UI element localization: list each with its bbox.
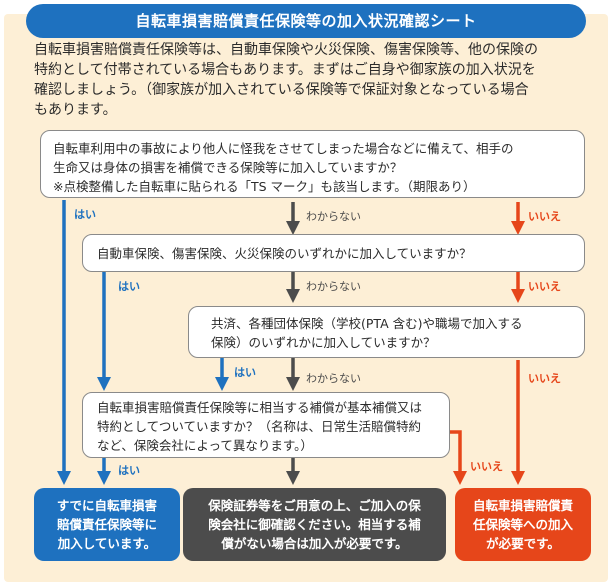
question-3-box: 共済、各種団体保険（学校(PTA 含む)や職場で加入する 保険）のいずれかに加入… bbox=[188, 306, 585, 358]
question-3-line: 保険）のいずれかに加入していますか？ bbox=[211, 335, 436, 350]
result-required-line: 自転車損害賠償責 bbox=[472, 498, 573, 513]
arrow-q4-no bbox=[450, 430, 467, 485]
q4-no-label: いいえ bbox=[470, 460, 503, 473]
intro-line: 自転車損害賠償責任保険等は、自動車保険や火災保険、傷害保険等、他の保険の bbox=[34, 42, 538, 58]
question-1-box: 自転車利用中の事故により他人に怪我をさせてしまった場合などに備えて、相手の 生命… bbox=[40, 130, 585, 198]
q3-no-label: いいえ bbox=[528, 372, 561, 385]
q2-dont-know-label: わからない bbox=[306, 280, 361, 293]
result-enrolled-line: 賠償責任保険等に bbox=[56, 517, 157, 532]
sheet-title: 自転車損害賠償責任保険等の加入状況確認シート bbox=[26, 4, 586, 38]
question-4-line: 特約としてついていますか？（名称は、日常生活賠償特約 bbox=[97, 419, 422, 434]
result-enrolled: すでに自転車損害 賠償責任保険等に 加入しています。 bbox=[34, 488, 180, 561]
result-check-line: 保険証券等をご用意の上、ご加入の保 bbox=[208, 498, 421, 513]
result-enrolled-line: 加入しています。 bbox=[57, 536, 157, 551]
result-required-line: 任保険等への加入 bbox=[472, 517, 573, 532]
intro-text: 自転車損害賠償責任保険等は、自動車保険や火災保険、傷害保険等、他の保険の 特約と… bbox=[34, 40, 594, 124]
q3-dont-know-label: わからない bbox=[306, 372, 361, 385]
question-1-line: 自転車利用中の事故により他人に怪我をさせてしまった場合などに備えて、相手の bbox=[53, 141, 514, 156]
q2-no-label: いいえ bbox=[528, 280, 561, 293]
q1-no-label: いいえ bbox=[528, 210, 561, 223]
question-2-box: 自動車保険、傷害保険、火災保険のいずれかに加入していますか？ bbox=[82, 234, 585, 272]
intro-line: もあります。 bbox=[34, 102, 117, 118]
q2-yes-label: はい bbox=[118, 280, 140, 293]
result-enrollment-required: 自転車損害賠償責 任保険等への加入 が必要です。 bbox=[455, 488, 591, 561]
question-2-line: 自動車保険、傷害保険、火災保険のいずれかに加入していますか？ bbox=[97, 246, 472, 261]
q4-yes-label: はい bbox=[118, 464, 140, 477]
question-1-line: 生命又は身体の損害を補償できる保険等に加入していますか？ bbox=[53, 160, 403, 175]
question-4-line: 自転車損害賠償責任保険等に相当する補償が基本補償又は bbox=[97, 400, 423, 415]
result-enrolled-line: すでに自転車損害 bbox=[56, 498, 158, 513]
intro-line: 確認しましょう。（御家族が加入されている保険等で保証対象となっている場合 bbox=[34, 82, 529, 98]
result-check-line: 険会社に御確認ください。相当する補 bbox=[208, 517, 421, 532]
intro-line: 特約として付帯されている場合もあります。まずはご自身や御家族の加入状況を bbox=[34, 62, 536, 78]
question-3-line: 共済、各種団体保険（学校(PTA 含む)や職場で加入する bbox=[211, 316, 523, 331]
q3-yes-label: はい bbox=[234, 366, 256, 379]
result-required-line: が必要です。 bbox=[486, 536, 560, 551]
q1-yes-label: はい bbox=[74, 208, 96, 221]
question-4-line: など、保険会社によって異なります。） bbox=[97, 438, 313, 453]
result-check-with-insurer: 保険証券等をご用意の上、ご加入の保 険会社に御確認ください。相当する補 償がない… bbox=[183, 488, 446, 561]
q1-dont-know-label: わからない bbox=[306, 210, 361, 223]
question-4-box: 自転車損害賠償責任保険等に相当する補償が基本補償又は 特約としてついていますか？… bbox=[82, 392, 450, 458]
result-check-line: 償がない場合は加入が必要です。 bbox=[221, 536, 408, 551]
question-1-line: ※点検整備した自転車に貼られる「TS マーク」も該当します。（期限あり） bbox=[53, 179, 476, 194]
